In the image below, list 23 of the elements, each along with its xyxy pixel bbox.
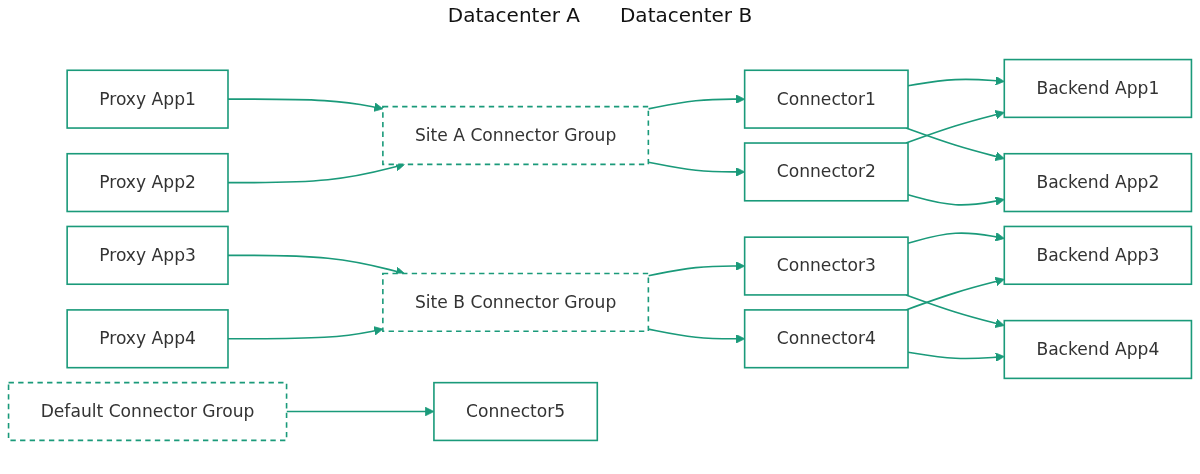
node-box: Connector5 (433, 381, 599, 442)
node-box: Default Connector Group (7, 381, 288, 442)
section-heading: Datacenter A (447, 3, 580, 27)
arrow (905, 294, 1005, 328)
node-box: Proxy App2 (66, 152, 229, 213)
node-box: Backend App3 (1003, 225, 1193, 286)
node-box: Backend App1 (1003, 58, 1193, 119)
section-heading: Datacenter B (619, 3, 753, 27)
arrow (905, 276, 1005, 311)
node-box: Backend App2 (1003, 152, 1193, 213)
arrow (905, 110, 1005, 144)
node-box: Backend App4 (1003, 319, 1193, 380)
arrow (227, 326, 384, 340)
node-box: Proxy App4 (66, 309, 229, 369)
arrow (905, 127, 1005, 162)
node-box: Connector2 (743, 142, 909, 202)
node-box: Site B Connector Group (382, 272, 650, 333)
node-box: Site A Connector Group (382, 105, 650, 166)
node-box: Connector4 (743, 309, 909, 369)
node-box: Proxy App1 (66, 69, 229, 129)
node-box: Proxy App3 (66, 225, 229, 286)
node-box: Connector3 (743, 236, 909, 296)
node-box: Connector1 (743, 69, 909, 129)
